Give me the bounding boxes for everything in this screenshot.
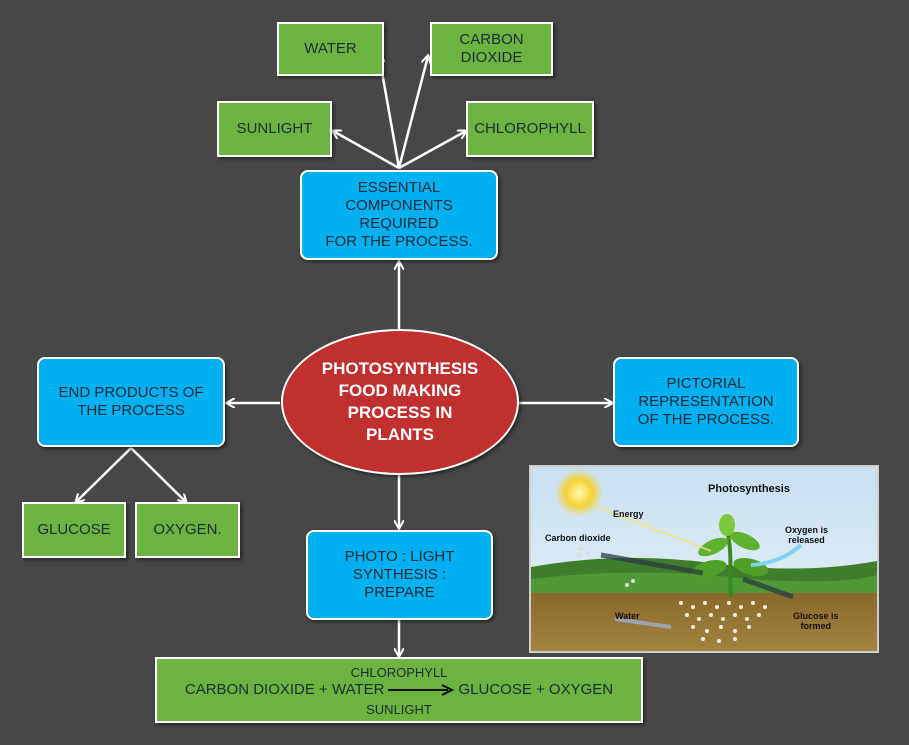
oxygen-arrow — [750, 543, 803, 567]
arrow-to-carbon-dioxide — [397, 56, 428, 169]
carbon-dioxide-box: CARBON DIOXIDE — [430, 22, 553, 76]
illustration-title: Photosynthesis — [708, 483, 790, 495]
pictorial-representation-box: PICTORIAL REPRESENTATION OF THE PROCESS. — [613, 357, 799, 447]
arrow-to-oxygen — [130, 447, 186, 502]
photosynthesis-equation: CHLOROPHYLL CARBON DIOXIDE + WATER GLUCO… — [155, 657, 643, 723]
illustration-scene — [531, 467, 877, 651]
photosynthesis-illustration: Photosynthesis Energy Carbon dioxide Oxy… — [529, 465, 879, 653]
illustration-energy-label: Energy — [613, 509, 644, 519]
sun-icon — [555, 469, 603, 517]
glucose-particles — [679, 601, 767, 643]
photosynthesis-center-ellipse: PHOTOSYNTHESIS FOOD MAKING PROCESS IN PL… — [281, 329, 519, 475]
water-box: WATER — [277, 22, 384, 76]
illustration-oxygen-label: Oxygen is released — [785, 525, 829, 545]
photo-synthesis-meaning-box: PHOTO : LIGHT SYNTHESIS : PREPARE — [306, 530, 493, 620]
oxygen-box: OXYGEN. — [135, 502, 240, 558]
equation-row: CARBON DIOXIDE + WATER GLUCOSE + OXYGEN — [157, 681, 641, 698]
equation-condition-label: SUNLIGHT — [366, 702, 432, 717]
chlorophyll-box: CHLOROPHYLL — [466, 101, 594, 157]
illustration-water-label: Water — [615, 611, 640, 621]
water-arrow — [614, 617, 672, 629]
sunlight-box: SUNLIGHT — [217, 101, 332, 157]
glucose-arrow — [742, 576, 794, 600]
equation-catalyst-label: CHLOROPHYLL — [350, 665, 448, 680]
illustration-co2-label: Carbon dioxide — [545, 533, 611, 543]
essential-components-box: ESSENTIAL COMPONENTS REQUIRED FOR THE PR… — [300, 170, 498, 260]
equation-reactants: CARBON DIOXIDE + WATER — [184, 681, 385, 698]
end-products-box: END PRODUCTS OF THE PROCESS — [37, 357, 225, 447]
equation-products: GLUCOSE + OXYGEN — [458, 681, 614, 698]
glucose-box: GLUCOSE — [22, 502, 126, 558]
energy-ray — [592, 504, 712, 552]
co2-arrow — [600, 552, 704, 576]
illustration-glucose-label: Glucose is formed — [793, 611, 839, 631]
arrow-to-sunlight — [333, 131, 400, 170]
co2-bubbles — [577, 547, 635, 587]
arrow-to-glucose — [76, 447, 132, 502]
arrow-to-chlorophyll — [398, 131, 466, 170]
reaction-arrow-icon — [388, 683, 455, 696]
